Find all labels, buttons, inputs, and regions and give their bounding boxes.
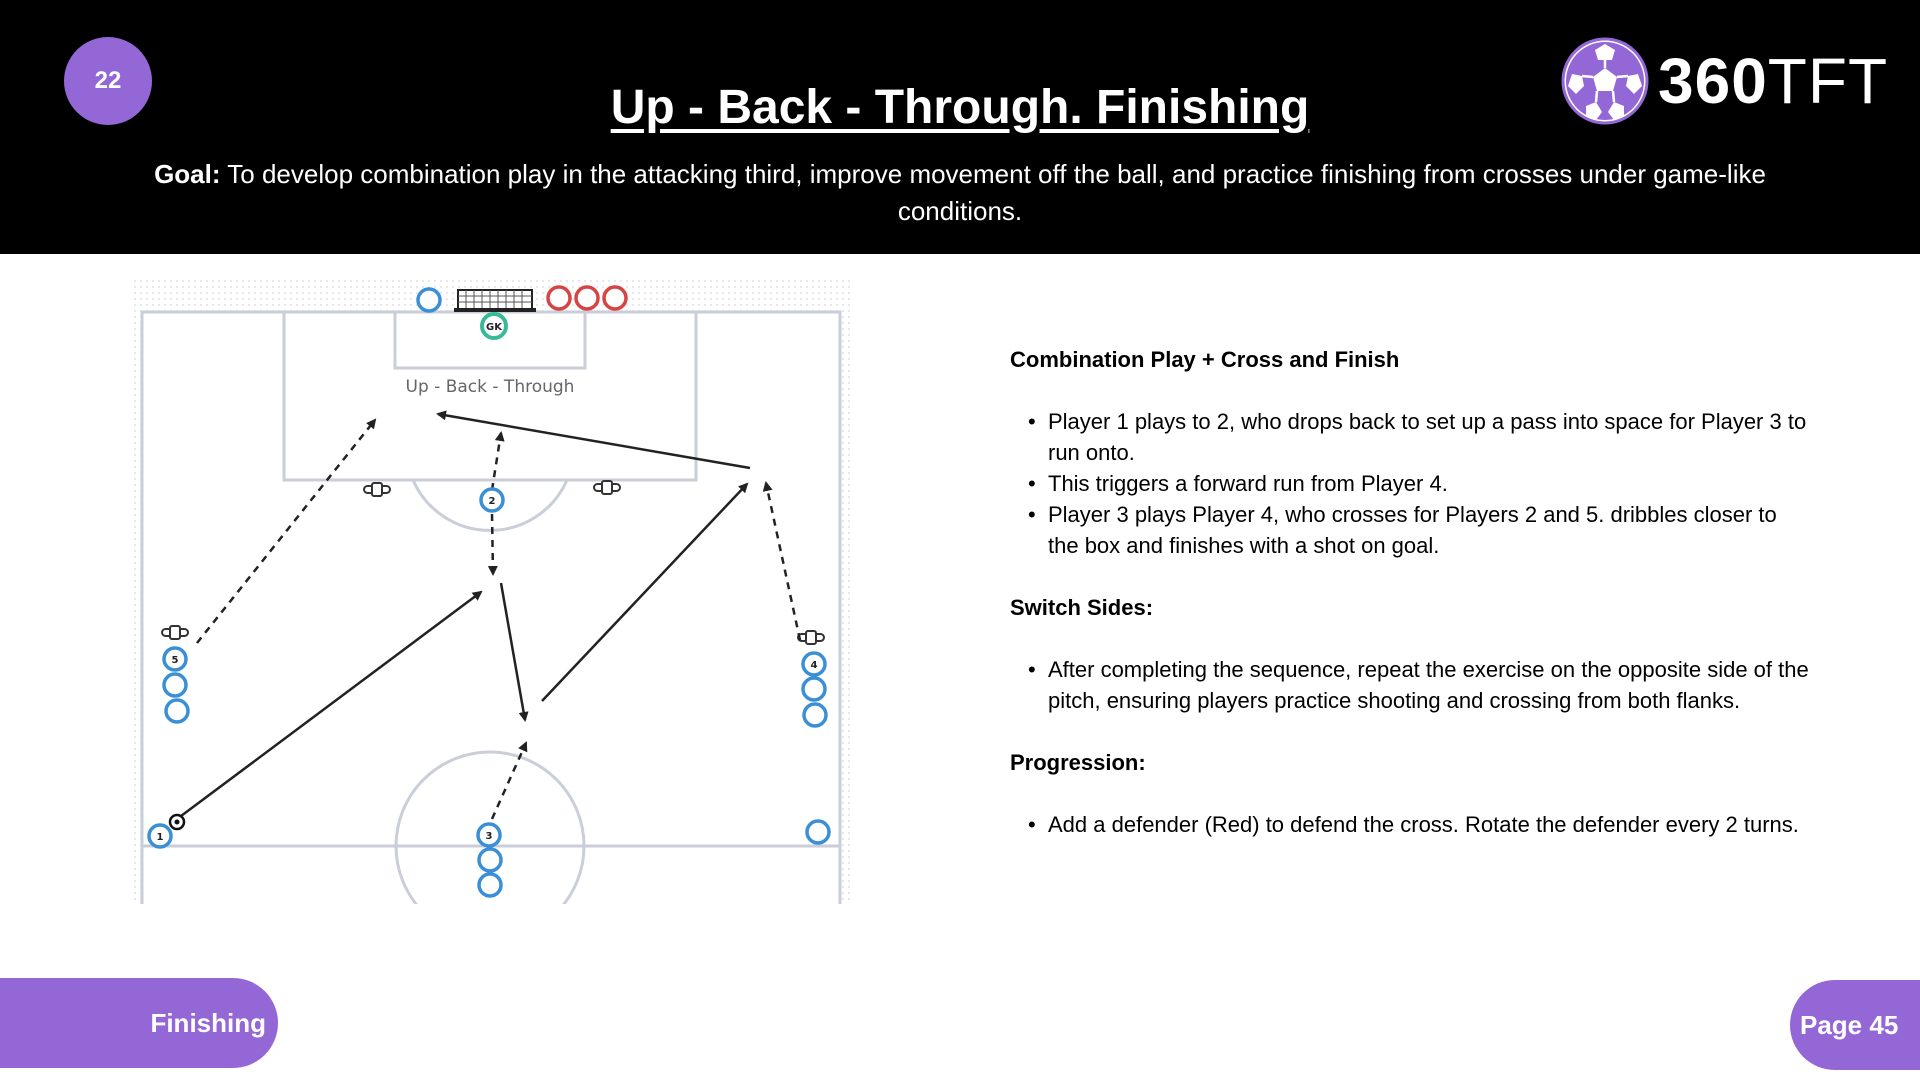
player-3-run-arrow bbox=[490, 741, 528, 820]
goalkeeper-label: GK bbox=[486, 322, 503, 333]
defender-marker bbox=[602, 285, 628, 311]
player-3-label: 3 bbox=[486, 831, 493, 842]
server-player-marker bbox=[416, 287, 442, 313]
player-4-label: 4 bbox=[811, 660, 818, 671]
list-item: After completing the sequence, repeat th… bbox=[1028, 654, 1810, 716]
pass-arrows bbox=[176, 410, 751, 821]
player-2: 2 bbox=[479, 487, 505, 513]
player-5-run-arrow bbox=[196, 418, 377, 644]
cone-marker bbox=[161, 625, 189, 640]
progression-list: Add a defender (Red) to defend the cross… bbox=[1010, 809, 1810, 840]
switch-sides-list: After completing the sequence, repeat th… bbox=[1010, 654, 1810, 716]
run-arrows bbox=[196, 418, 802, 820]
cone-marker bbox=[363, 482, 391, 497]
cone-marker bbox=[797, 630, 825, 645]
player-1: 1 bbox=[147, 823, 173, 849]
pass-1-to-2-arrow bbox=[176, 590, 483, 821]
section-heading-progression: Progression: bbox=[1010, 750, 1146, 775]
brand-wordmark: 360TFT bbox=[1658, 49, 1888, 113]
session-number-badge: 22 bbox=[64, 37, 152, 125]
ball-icon bbox=[168, 813, 186, 831]
page-title: Up - Back - Through. Finishing bbox=[610, 81, 1310, 134]
player-4-run-arrow bbox=[762, 481, 802, 641]
player-2-run-arrow bbox=[490, 431, 505, 491]
section-heading-combination: Combination Play + Cross and Finish bbox=[1010, 347, 1400, 372]
list-item: Add a defender (Red) to defend the cross… bbox=[1028, 809, 1810, 840]
soccer-ball-icon bbox=[1561, 37, 1649, 125]
brand-wordmark-bold: 360 bbox=[1658, 45, 1768, 117]
cross-arrow bbox=[436, 410, 751, 470]
drill-diagram: Up - Back - Through GK bbox=[132, 278, 850, 904]
pass-3-to-4-arrow bbox=[541, 482, 749, 702]
player-2-label: 2 bbox=[489, 496, 496, 507]
list-item: Player 1 plays to 2, who drops back to s… bbox=[1028, 406, 1810, 468]
player-3-group: 3 bbox=[476, 822, 503, 898]
defender-marker bbox=[546, 285, 572, 311]
page-number-tab: Page 45 bbox=[1790, 980, 1920, 1070]
player-marker-right bbox=[805, 819, 831, 845]
goal-label: Goal: bbox=[154, 159, 221, 189]
combination-steps-list: Player 1 plays to 2, who drops back to s… bbox=[1010, 406, 1810, 561]
player-5-label: 5 bbox=[172, 655, 179, 666]
defender-marker bbox=[574, 285, 600, 311]
center-circle bbox=[394, 750, 586, 904]
goalkeeper: GK bbox=[480, 312, 508, 340]
player-5-group: 5 bbox=[162, 646, 190, 724]
list-item: Player 3 plays Player 4, who crosses for… bbox=[1028, 499, 1810, 561]
cone-marker bbox=[593, 480, 621, 495]
goal-text: To develop combination play in the attac… bbox=[227, 159, 1766, 226]
pitch-label: Up - Back - Through bbox=[406, 377, 575, 397]
list-item: This triggers a forward run from Player … bbox=[1028, 468, 1810, 499]
brand-wordmark-light: TFT bbox=[1767, 45, 1889, 117]
pitch-outline bbox=[140, 310, 842, 904]
header-bar: 22 Up - Back - Through. Finishing Goal: … bbox=[0, 0, 1920, 254]
brand-logo: 360TFT bbox=[1560, 36, 1900, 126]
player-2-drop-arrow bbox=[487, 513, 498, 576]
player-4-group: 4 bbox=[801, 651, 828, 728]
penalty-arc bbox=[411, 479, 569, 532]
goal-statement: Goal: To develop combination play in the… bbox=[120, 156, 1800, 230]
goal-icon bbox=[454, 289, 536, 312]
pass-2-to-space-arrow bbox=[499, 582, 529, 722]
instructions-panel: Combination Play + Cross and Finish Play… bbox=[1010, 344, 1810, 871]
category-tab: Finishing bbox=[0, 978, 278, 1068]
section-heading-switch-sides: Switch Sides: bbox=[1010, 595, 1154, 620]
player-1-label: 1 bbox=[157, 832, 164, 843]
